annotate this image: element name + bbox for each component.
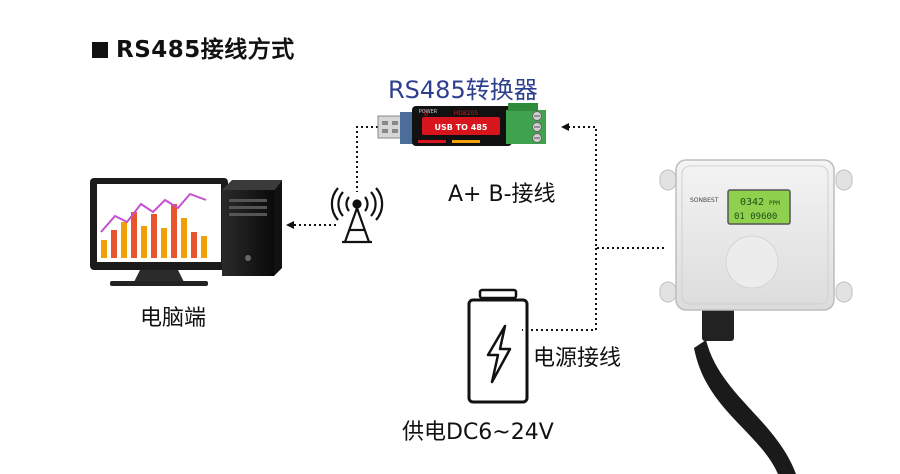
lcd-line1: 0342 — [740, 197, 764, 208]
power-wiring-label: 电源接线 — [533, 346, 622, 371]
converter-top-marks: POWER — [419, 109, 438, 115]
converter-title: RS485转换器 — [388, 76, 538, 104]
pc-label: 电脑端 — [140, 306, 207, 331]
square-bullet-icon — [92, 42, 108, 58]
lcd-unit: PPM — [769, 200, 780, 207]
pc-tower — [222, 180, 282, 276]
diagram-title: RS485接线方式 — [92, 30, 295, 64]
ab-wiring-label: A+ B-接线 — [448, 182, 556, 207]
diagram-title-text: RS485接线方式 — [116, 37, 295, 63]
converter-left-marks: RS485 — [424, 110, 430, 126]
lightning-bolt-icon — [486, 324, 512, 384]
sensor-device: 0342 PPM 01 09600 SONBEST — [659, 159, 853, 474]
battery-icon — [467, 288, 529, 404]
usb-to-antenna-line — [356, 126, 378, 192]
usb-rs485-converter: USB TO 485 HD8205 POWER RS485 — [377, 103, 546, 146]
power-wiring-line — [522, 248, 597, 331]
converter-model: HD8205 — [454, 110, 479, 117]
pc-monitor — [90, 178, 228, 286]
antenna-icon — [330, 187, 384, 244]
connection-lines — [286, 123, 664, 331]
sensor-to-terminal-arrow — [561, 123, 664, 249]
converter-body-text: USB TO 485 — [435, 123, 488, 132]
supply-voltage-label: 供电DC6~24V — [402, 420, 554, 445]
sensor-brand: SONBEST — [690, 197, 719, 204]
monitor-chart — [100, 192, 207, 258]
lcd-line2: 01 09600 — [734, 212, 777, 222]
